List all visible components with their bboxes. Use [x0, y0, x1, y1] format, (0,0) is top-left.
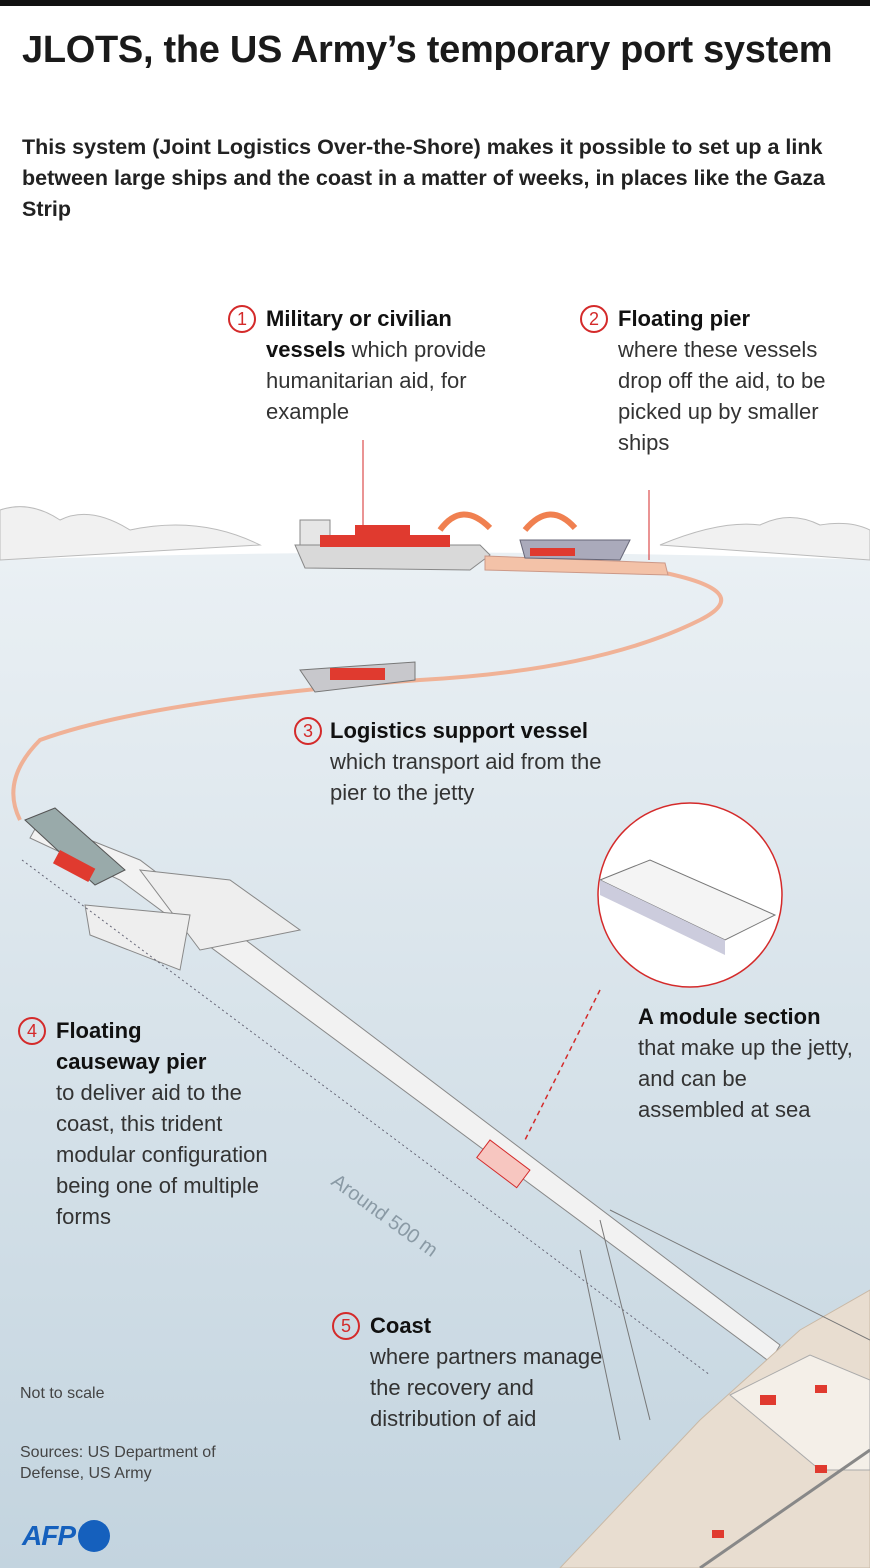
- left-shore: [0, 506, 262, 561]
- label-vessels: Military or civilian vessels which provi…: [266, 303, 526, 427]
- label-coast: Coast where partners manage the recovery …: [370, 1310, 610, 1434]
- route-line: [11, 568, 724, 821]
- label-title: Military or civilian vessels: [266, 306, 452, 362]
- label-text: which provide humanitarian aid, for exam…: [266, 337, 487, 424]
- step-number-3: 3: [294, 717, 322, 745]
- coast: [559, 1289, 870, 1568]
- label-text: which transport aid from the pier to the…: [330, 749, 602, 805]
- step-number-4: 4: [18, 1017, 46, 1045]
- page-title: JLOTS, the US Army’s temporary port syst…: [22, 29, 833, 71]
- right-shore: [659, 517, 870, 561]
- transfer-arrow-icon: [522, 511, 578, 532]
- floating-pier: [484, 555, 669, 576]
- step-number-5: 5: [332, 1312, 360, 1340]
- label-title: A module section: [638, 1004, 821, 1029]
- afp-logo: AFP: [22, 1520, 110, 1552]
- step-number-1: 1: [228, 305, 256, 333]
- label-title: Coast: [370, 1313, 432, 1338]
- distance-line: [21, 859, 711, 1376]
- afp-logo-text: AFP: [22, 1520, 76, 1551]
- label-text: to deliver aid to the coast, this triden…: [56, 1080, 268, 1229]
- logistics-vessel-icon: [299, 661, 416, 693]
- sea: [0, 552, 870, 1568]
- afp-dot-icon: [78, 1520, 110, 1552]
- top-rule: [0, 0, 870, 6]
- not-to-scale-note: Not to scale: [20, 1385, 105, 1402]
- sources-note: Sources: US Department of Defense, US Ar…: [20, 1444, 216, 1482]
- cargo-ship-icon: [294, 519, 491, 571]
- label-logistics-vessel: Logistics support vessel which transport …: [330, 715, 620, 808]
- label-text: that make up the jetty, and can be assem…: [638, 1035, 853, 1122]
- label-title: Floating causeway pier: [56, 1018, 207, 1074]
- label-module-section: A module section that make up the jetty, …: [638, 1001, 853, 1125]
- step-number-2: 2: [580, 305, 608, 333]
- label-title: Floating pier: [618, 306, 750, 331]
- causeway-pier: [24, 807, 781, 1363]
- label-text: where partners manage the recovery and d…: [370, 1344, 603, 1431]
- label-floating-pier: Floating pier where these vessels drop of…: [618, 303, 848, 458]
- module-section-icon: [598, 859, 777, 955]
- label-causeway-pier: Floating causeway pier to deliver aid to …: [56, 1015, 306, 1232]
- pier-ship-icon: [519, 539, 631, 561]
- staging-area: [729, 1354, 870, 1471]
- transfer-arrow-icon: [437, 511, 493, 532]
- label-text: where these vessels drop off the aid, to…: [618, 337, 826, 455]
- subtitle: This system (Joint Logistics Over-the-Sh…: [22, 135, 825, 221]
- label-title: Logistics support vessel: [330, 718, 588, 743]
